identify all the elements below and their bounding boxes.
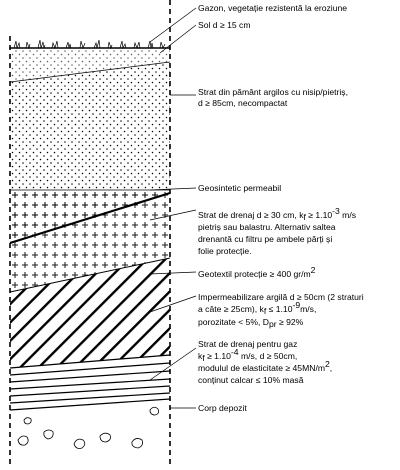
grass-tufts [13,39,166,50]
label-drenaj-gaz-2: kf ≥ 1.10-4 m/s, d ≥ 50cm, [198,347,297,363]
label-drenaj-line3: drenantă cu filtru pe ambele părți și [198,234,332,244]
label-corp: Corp depozit [198,403,247,413]
layer-grass [10,36,170,50]
label-strat-argilos-2: d ≥ 85cm, necompactat [198,98,288,108]
layer-stack [10,36,170,411]
label-drenaj-gaz-1: Strat de drenaj pentru gaz [198,339,297,349]
layer-clay-sealing [10,258,170,368]
soil-boundary-line [9,61,171,83]
label-drenaj-line4: folie protecție. [198,246,252,256]
label-drenaj-line1: Strat de drenaj d ≥ 30 cm, kf ≥ 1.10-3 m… [198,206,356,222]
label-geosintetic: Geosintetic permeabil [198,183,281,193]
leader-lines [149,7,197,409]
label-sol: Sol d ≥ 15 cm [198,20,250,30]
layer-soil [10,48,170,82]
layer-clayey-fill [10,62,170,190]
label-impermeabilizare-1: Impermeabilizare argilă d ≥ 50cm (2 stra… [198,292,364,302]
label-strat-argilos-1: Strat din pământ argilos cu nisip/pietri… [198,87,348,97]
label-drenaj-line2: pietriș sau balastru. Alternativ saltea [198,222,336,232]
geotextile-line [9,257,171,293]
label-impermeabilizare-2: a câte ≥ 25cm), kf ≤ 1.10-9m/s, [198,300,316,316]
layer-labels: Gazon, vegetație rezistentă la eroziune … [198,3,364,413]
label-drenaj-gaz-4: conținut calcar ≤ 10% masă [198,375,304,385]
label-gazon: Gazon, vegetație rezistentă la eroziune [198,3,347,13]
layer-drainage-lower [10,193,170,292]
waste-body-stones [17,406,159,449]
label-impermeabilizare-3: porozitate < 5%, Dpr ≥ 92% [198,317,304,329]
label-drenaj-gaz-3: modulul de elasticitate ≥ 45MN/m2, [198,359,332,373]
label-geotextil: Geotextil protecție ≥ 400 gr/m2 [198,265,316,279]
layer-gas-drainage [10,354,170,411]
drainage-top-line [9,191,171,245]
